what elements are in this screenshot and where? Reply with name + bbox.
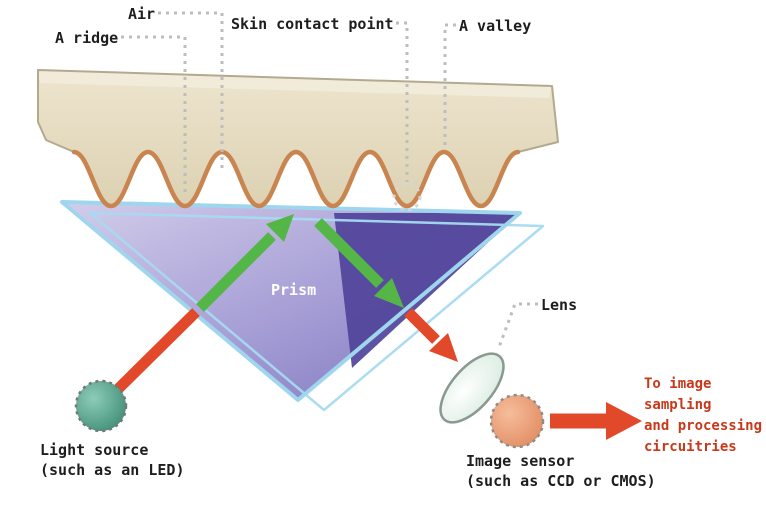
- beam-red-incoming: [110, 308, 200, 397]
- skin-surface-line: [71, 149, 521, 209]
- prism-back-edges: [88, 211, 545, 412]
- lens-leader-line: [496, 302, 538, 351]
- output-arrow-group: [550, 402, 642, 440]
- ridge-label: A ridge: [55, 29, 119, 47]
- valley-label: A valley: [459, 17, 532, 35]
- beam-green-down-arrowhead: [374, 278, 404, 308]
- valley-leader-line: [443, 23, 456, 148]
- beam-green-up: [196, 232, 276, 312]
- image-sensor-label: Image sensor (such as CCD or CMOS): [466, 451, 656, 491]
- finger-top-bevel: [38, 70, 552, 98]
- finger-group: [37, 69, 559, 209]
- beam-red-outgoing-arrowhead: [429, 333, 458, 362]
- image-sensor-label-line1: Image sensor: [466, 452, 575, 470]
- leader-lines-group: [121, 11, 538, 351]
- output-label-line2: sampling: [644, 397, 712, 413]
- output-arrow-head: [606, 402, 642, 440]
- light-source-label-line1: Light source: [40, 441, 149, 459]
- skin-contact-label: Skin contact point: [231, 15, 394, 33]
- prism-front-edges: [60, 200, 522, 402]
- output-label: To image sampling and processing circuit…: [644, 374, 762, 458]
- prism-label: Prism: [271, 281, 317, 299]
- prism-group: [60, 200, 545, 412]
- light-path-group: [110, 214, 458, 397]
- output-label-line4: circuitries: [644, 439, 737, 455]
- light-source-label-line2: (such as an LED): [40, 461, 185, 479]
- lens-shape: [439, 352, 505, 424]
- image-sensor-shape: [489, 393, 545, 449]
- output-label-line3: and processing: [644, 418, 763, 434]
- beam-green-up-arrowhead: [266, 214, 294, 242]
- light-source-shape: [74, 379, 128, 433]
- ridge-leader-line: [121, 35, 187, 194]
- skin-contact-marker-circle: [392, 182, 422, 212]
- beam-green-down: [314, 218, 384, 288]
- air-leader-line: [158, 11, 224, 172]
- lens-label: Lens: [541, 296, 578, 314]
- beam-red-outgoing: [404, 308, 440, 344]
- finger-outline: [37, 69, 559, 153]
- skin-contact-leader-line: [396, 21, 409, 182]
- image-sensor-label-line2: (such as CCD or CMOS): [466, 472, 656, 490]
- output-label-line1: To image: [644, 376, 712, 392]
- light-source-label: Light source (such as an LED): [40, 440, 185, 480]
- air-label: Air: [128, 5, 156, 23]
